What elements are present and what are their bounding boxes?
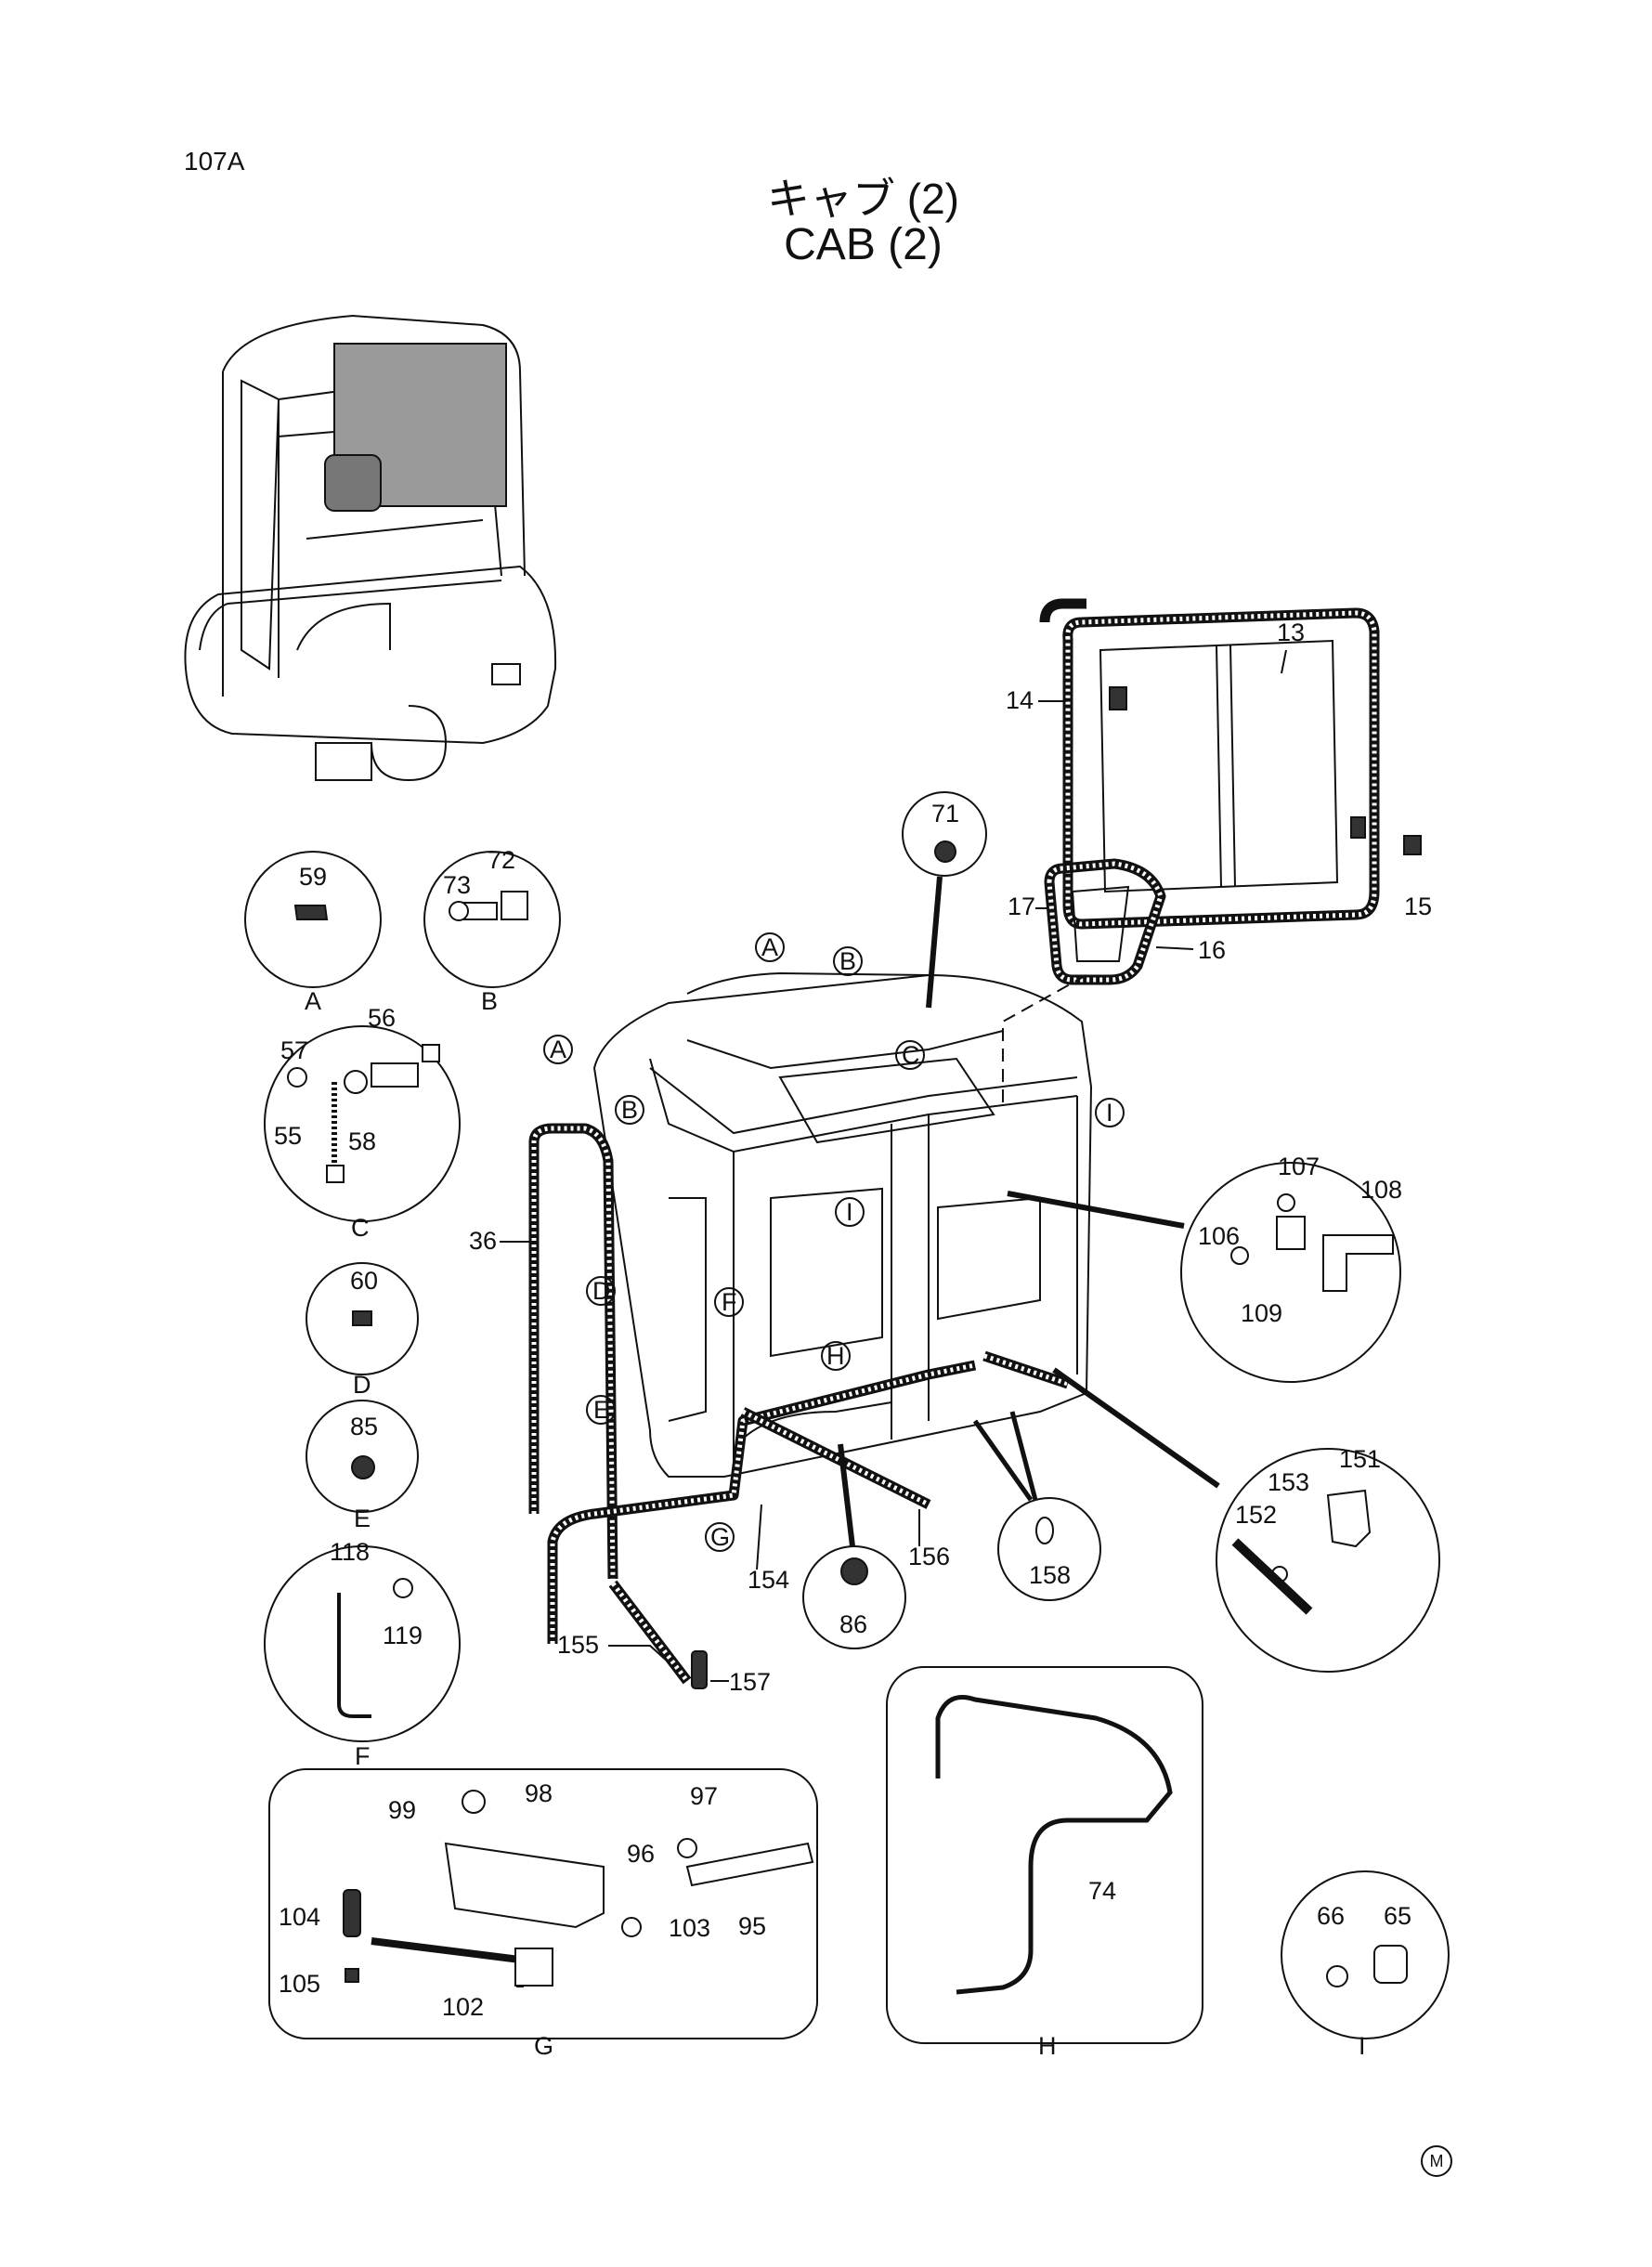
part-13-label: 13 xyxy=(1277,619,1305,646)
callout-h-label: H xyxy=(1038,2032,1057,2060)
detail-circle-158: 158 xyxy=(972,1411,1101,1601)
detail-circle-71: 71 xyxy=(902,791,987,1009)
part-105-label: 105 xyxy=(279,1970,320,1998)
part-103-label: 103 xyxy=(669,1914,710,1942)
part-15-label: 15 xyxy=(1404,892,1432,920)
callout-c-top: C xyxy=(902,1041,920,1069)
part-107-label: 107 xyxy=(1278,1153,1320,1180)
part-60-label: 60 xyxy=(350,1267,378,1295)
part-109-label: 109 xyxy=(1241,1299,1282,1327)
callout-f-label: F xyxy=(355,1742,371,1770)
callout-e-cab: E xyxy=(593,1396,610,1424)
callout-d-label: D xyxy=(353,1371,371,1399)
part-16-label: 16 xyxy=(1198,936,1226,964)
sliding-window-13 xyxy=(1039,598,1380,930)
detail-circle-c: 56 57 55 58 C xyxy=(264,1004,461,1242)
part-65-label: 65 xyxy=(1384,1902,1411,1930)
part-59-label: 59 xyxy=(299,863,327,891)
part-labels-main: 13 14 15 16 17 36 155 157 154 156 xyxy=(469,619,1432,1696)
part-157-label: 157 xyxy=(729,1668,771,1696)
detail-circle-e: 85 E xyxy=(306,1400,419,1532)
part-85-label: 85 xyxy=(350,1413,378,1440)
part-99-label: 99 xyxy=(388,1796,416,1824)
part-14-label: 14 xyxy=(1006,686,1034,714)
detail-circle-bracket: 107 108 106 109 xyxy=(1007,1153,1402,1383)
detail-circle-b: 72 73 B xyxy=(423,846,561,1015)
title-japanese: キャブ (2) xyxy=(767,175,959,223)
cab-callouts: A B C A B I I D F E H G xyxy=(543,932,1125,1552)
part-17-label: 17 xyxy=(1008,892,1035,920)
part-86-label: 86 xyxy=(839,1610,867,1638)
small-window-16 xyxy=(1044,858,1166,985)
part-66-label: 66 xyxy=(1317,1902,1345,1930)
part-98-label: 98 xyxy=(525,1779,553,1807)
detail-circle-d: 60 D xyxy=(306,1262,419,1399)
part-153-label: 153 xyxy=(1268,1468,1309,1496)
part-73-label: 73 xyxy=(443,871,471,899)
part-108-label: 108 xyxy=(1360,1176,1402,1204)
callout-i-label: I xyxy=(1359,2032,1366,2060)
part-74-label: 74 xyxy=(1088,1877,1116,1905)
callout-i-right: I xyxy=(1106,1099,1113,1127)
detail-circle-a: 59 A xyxy=(244,851,382,1015)
part-106-label: 106 xyxy=(1198,1222,1240,1250)
part-71-label: 71 xyxy=(931,800,959,827)
callout-e-label: E xyxy=(354,1505,371,1532)
part-157-seal xyxy=(691,1650,708,1689)
part-158-label: 158 xyxy=(1029,1561,1071,1589)
callout-a-label: A xyxy=(305,987,321,1015)
callout-b-label: B xyxy=(481,987,498,1015)
callout-d-cab: D xyxy=(592,1277,611,1305)
callout-a-top: A xyxy=(761,933,778,961)
detail-circle-lock: 151 153 152 xyxy=(1052,1367,1440,1673)
callout-b-left: B xyxy=(621,1096,638,1124)
m-mark: M xyxy=(1421,2145,1452,2177)
callout-b-top: B xyxy=(839,947,856,975)
cab-overview-illustration xyxy=(184,314,557,782)
part-154-label: 154 xyxy=(748,1566,789,1594)
part-104-label: 104 xyxy=(279,1903,320,1931)
part-97-label: 97 xyxy=(690,1782,718,1810)
callout-g-cab: G xyxy=(710,1523,730,1551)
part-36-label: 36 xyxy=(469,1227,497,1255)
part-155-label: 155 xyxy=(557,1631,599,1659)
part-58-label: 58 xyxy=(348,1127,376,1155)
part-152-label: 152 xyxy=(1235,1501,1277,1529)
detail-circle-f: 118 119 F xyxy=(264,1538,461,1770)
detail-circle-86: 86 xyxy=(802,1443,906,1649)
page-code: 107A xyxy=(184,147,245,176)
title-english: CAB (2) xyxy=(784,220,943,269)
callout-a-left: A xyxy=(550,1036,566,1063)
part-96-label: 96 xyxy=(627,1840,655,1868)
part-95-label: 95 xyxy=(738,1912,766,1940)
callout-g-label: G xyxy=(534,2032,553,2060)
part-57-label: 57 xyxy=(280,1036,308,1064)
callout-h-cab: H xyxy=(826,1342,845,1370)
part-151-label: 151 xyxy=(1339,1445,1381,1473)
part-15 xyxy=(1403,835,1422,855)
part-156-label: 156 xyxy=(908,1543,950,1570)
detail-box-g: 98 99 97 96 95 104 103 105 102 G xyxy=(268,1768,818,2060)
part-55-label: 55 xyxy=(274,1122,302,1150)
detail-box-h: 74 H xyxy=(886,1666,1203,2060)
detail-circle-i: 66 65 I xyxy=(1281,1870,1450,2060)
part-72-label: 72 xyxy=(488,846,515,874)
part-56-label: 56 xyxy=(368,1004,396,1032)
callout-f-cab: F xyxy=(722,1288,737,1316)
part-118-label: 118 xyxy=(330,1538,370,1566)
part-119-label: 119 xyxy=(383,1622,423,1649)
callout-i-center: I xyxy=(846,1198,853,1226)
callout-c-label: C xyxy=(351,1214,370,1242)
part-102-label: 102 xyxy=(442,1993,484,2021)
